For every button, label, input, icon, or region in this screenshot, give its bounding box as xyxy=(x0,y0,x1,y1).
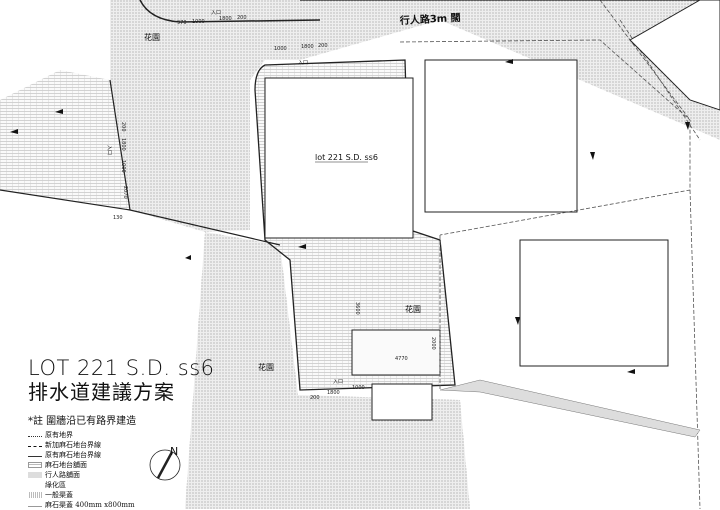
dim: 1800 xyxy=(327,390,340,396)
dim: 200 xyxy=(120,122,126,132)
north-label: N xyxy=(170,445,178,458)
dim: 1800 xyxy=(219,16,232,22)
legend-label: 麻石地台舖面 xyxy=(45,461,87,469)
legend-item: 新加麻石地台界線 xyxy=(28,440,215,450)
dim: 130 xyxy=(113,215,123,221)
lot-label: lot 221 S.D. ss6 xyxy=(315,153,378,162)
legend-label: 原有地界 xyxy=(45,431,73,439)
dim: 200 xyxy=(237,15,247,21)
dim: 200 xyxy=(318,43,328,49)
dim: 1800 xyxy=(120,138,126,151)
dim: 2070 xyxy=(122,186,128,199)
wall-top-left xyxy=(139,0,321,23)
north-arrow: N xyxy=(149,445,181,481)
legend-label: 麻石渠蓋 400mm x800mm xyxy=(45,501,135,509)
garden-label-3: 花園 xyxy=(258,362,274,372)
dim: 2000 xyxy=(430,337,436,350)
legend-item: 行人路舖面 xyxy=(28,470,215,480)
entrance-label-3: 入口 xyxy=(333,379,343,385)
dim: 1000 xyxy=(274,46,287,52)
dim: 200 xyxy=(310,395,320,401)
legend-item: 麻石渠蓋 400mm x800mm xyxy=(28,500,215,510)
legend-label: 原有麻石地台界線 xyxy=(45,451,101,459)
footpath-lower xyxy=(185,232,470,509)
legend-item: 原有麻石地台界線 xyxy=(28,450,215,460)
drawing-note: *註 圍牆沿已有路界建造 xyxy=(28,416,137,427)
legend: 原有地界 新加麻石地台界線 原有麻石地台界線 麻石地台舖面 行人路舖面 綠化區 … xyxy=(28,430,215,510)
drawing-title: LOT 221 S.D. ss6 xyxy=(28,356,215,380)
garden-label-1: 花園 xyxy=(144,32,160,42)
flow-arrows xyxy=(10,59,690,374)
dim: 1000 xyxy=(120,160,126,173)
garage-box xyxy=(371,383,433,421)
road-edge xyxy=(0,0,720,246)
drain-channel xyxy=(439,379,701,438)
lot-boundaries xyxy=(399,0,701,509)
legend-item: 綠化區 xyxy=(28,480,215,490)
legend-item: 一般渠蓋 xyxy=(28,490,215,500)
legend-label: 新加麻石地台界線 xyxy=(45,441,101,449)
entrance-label-4: 入口 xyxy=(106,145,112,155)
dim: 4770 xyxy=(395,356,408,362)
legend-item: 原有地界 xyxy=(28,430,215,440)
drawing-subtitle: 排水道建議方案 xyxy=(28,380,175,404)
road-left xyxy=(0,70,130,210)
footpath-area xyxy=(110,0,720,232)
entrance-label-1: 入口 xyxy=(298,60,308,66)
legend-label: 行人路舖面 xyxy=(45,471,80,479)
courtyard-box xyxy=(351,329,441,376)
building-se xyxy=(519,239,669,367)
dim: 1000 xyxy=(192,19,205,25)
legend-item: 麻石地台舖面 xyxy=(28,460,215,470)
legend-label: 一般渠蓋 xyxy=(45,491,73,499)
title-block: LOT 221 S.D. ss6 排水道建議方案 *註 圍牆沿已有路界建造 原有… xyxy=(28,356,215,510)
dim: 1000 xyxy=(352,385,365,391)
right-building xyxy=(629,0,720,111)
entrance-label-2: 入口 xyxy=(211,10,221,16)
dim: 1800 xyxy=(301,44,314,50)
footpath-label: 行人路3m 闊 xyxy=(398,11,460,27)
dim: 970 xyxy=(177,20,187,26)
garden-label-2: 花園 xyxy=(405,304,421,314)
dim: 3600 xyxy=(354,302,360,315)
building-ne xyxy=(424,59,578,213)
house-lot-221 xyxy=(264,77,414,239)
legend-label: 綠化區 xyxy=(45,481,66,489)
